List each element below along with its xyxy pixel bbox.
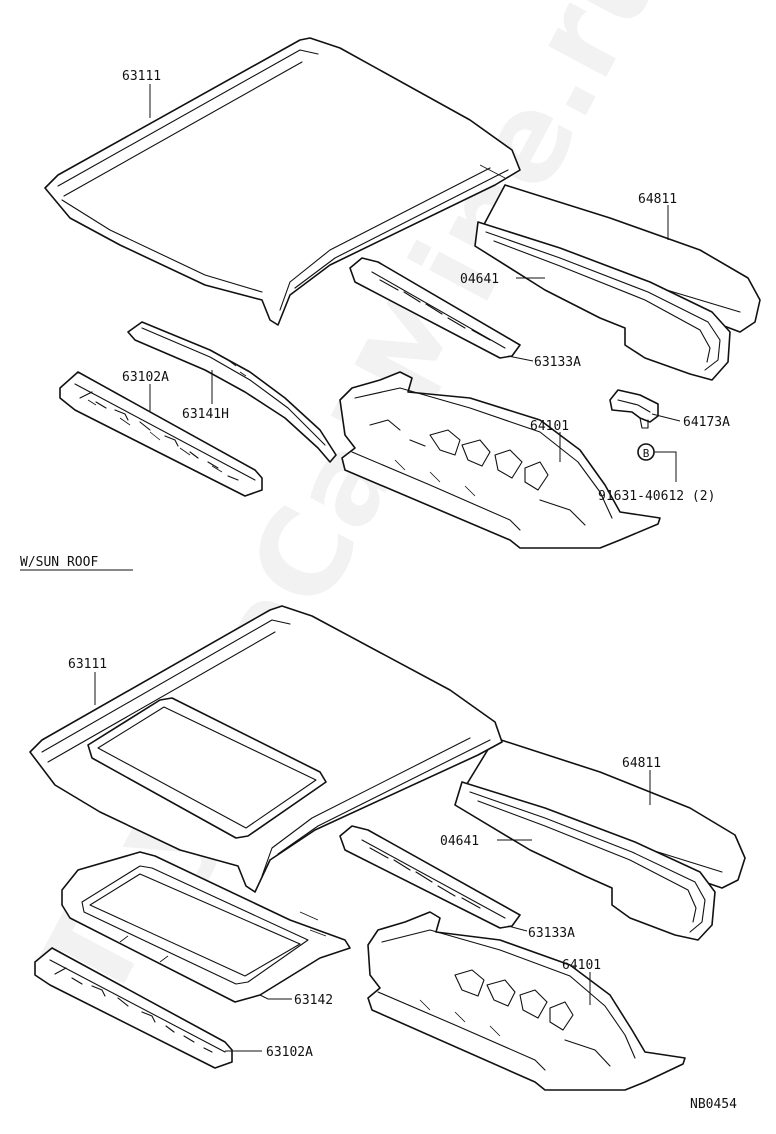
- lower-leader-sunroof-reinforcement: [259, 994, 292, 1000]
- label-lower-rear-window-frame: 64811: [622, 756, 661, 771]
- lower-rear-reinforcement: [339, 825, 521, 929]
- label-lower-sunroof-reinforcement: 63142: [294, 993, 333, 1008]
- label-upper-bracket: 64173A: [683, 415, 730, 430]
- diagram-code: NB0454: [690, 1097, 737, 1112]
- lower-sunroof-opening: [87, 697, 327, 839]
- section-title-sun-roof: W/SUN ROOF: [20, 555, 98, 570]
- bolt-marker-letter: B: [643, 447, 650, 460]
- upper-weatherstrip: [474, 221, 731, 381]
- lower-leader-rear-reinforcement: [507, 925, 528, 932]
- upper-front-reinforcement: [59, 371, 263, 497]
- upper-roof-panel: [44, 37, 521, 326]
- upper-package-tray: [339, 371, 661, 549]
- label-upper-roof-panel: 63111: [122, 69, 161, 84]
- label-lower-roof-panel: 63111: [68, 657, 107, 672]
- lower-front-reinforcement: [34, 947, 233, 1069]
- label-upper-rear-window-frame: 64811: [638, 192, 677, 207]
- lower-sunroof-reinforcement: [61, 851, 351, 1003]
- label-upper-bolt: 91631-40612 (2): [598, 489, 715, 504]
- label-lower-front-reinforcement: 63102A: [266, 1045, 313, 1060]
- upper-bolt-marker: B: [637, 443, 677, 482]
- lower-group: 63111 64811 04641 63133A 64101 63142 631…: [29, 605, 746, 1091]
- label-upper-package-tray: 64101: [530, 419, 569, 434]
- upper-leader-bracket: [651, 413, 681, 422]
- lower-package-tray: [367, 911, 686, 1091]
- label-lower-rear-reinforcement: 63133A: [528, 926, 575, 941]
- label-lower-weatherstrip: 04641: [440, 834, 479, 849]
- label-upper-rear-reinforcement: 63133A: [534, 355, 581, 370]
- label-lower-package-tray: 64101: [562, 958, 601, 973]
- upper-group: B 63111 64811 04641 63133A 63102A 63141H…: [44, 37, 761, 549]
- label-upper-front-reinforcement: 63102A: [122, 370, 169, 385]
- label-upper-roof-bow: 63141H: [182, 407, 229, 422]
- upper-leader-rear-reinforcement: [507, 355, 534, 362]
- upper-bracket: [609, 389, 659, 429]
- upper-rear-reinforcement: [349, 257, 521, 359]
- label-upper-weatherstrip: 04641: [460, 272, 499, 287]
- lower-weatherstrip: [454, 781, 716, 941]
- lower-roof-panel: [29, 605, 503, 893]
